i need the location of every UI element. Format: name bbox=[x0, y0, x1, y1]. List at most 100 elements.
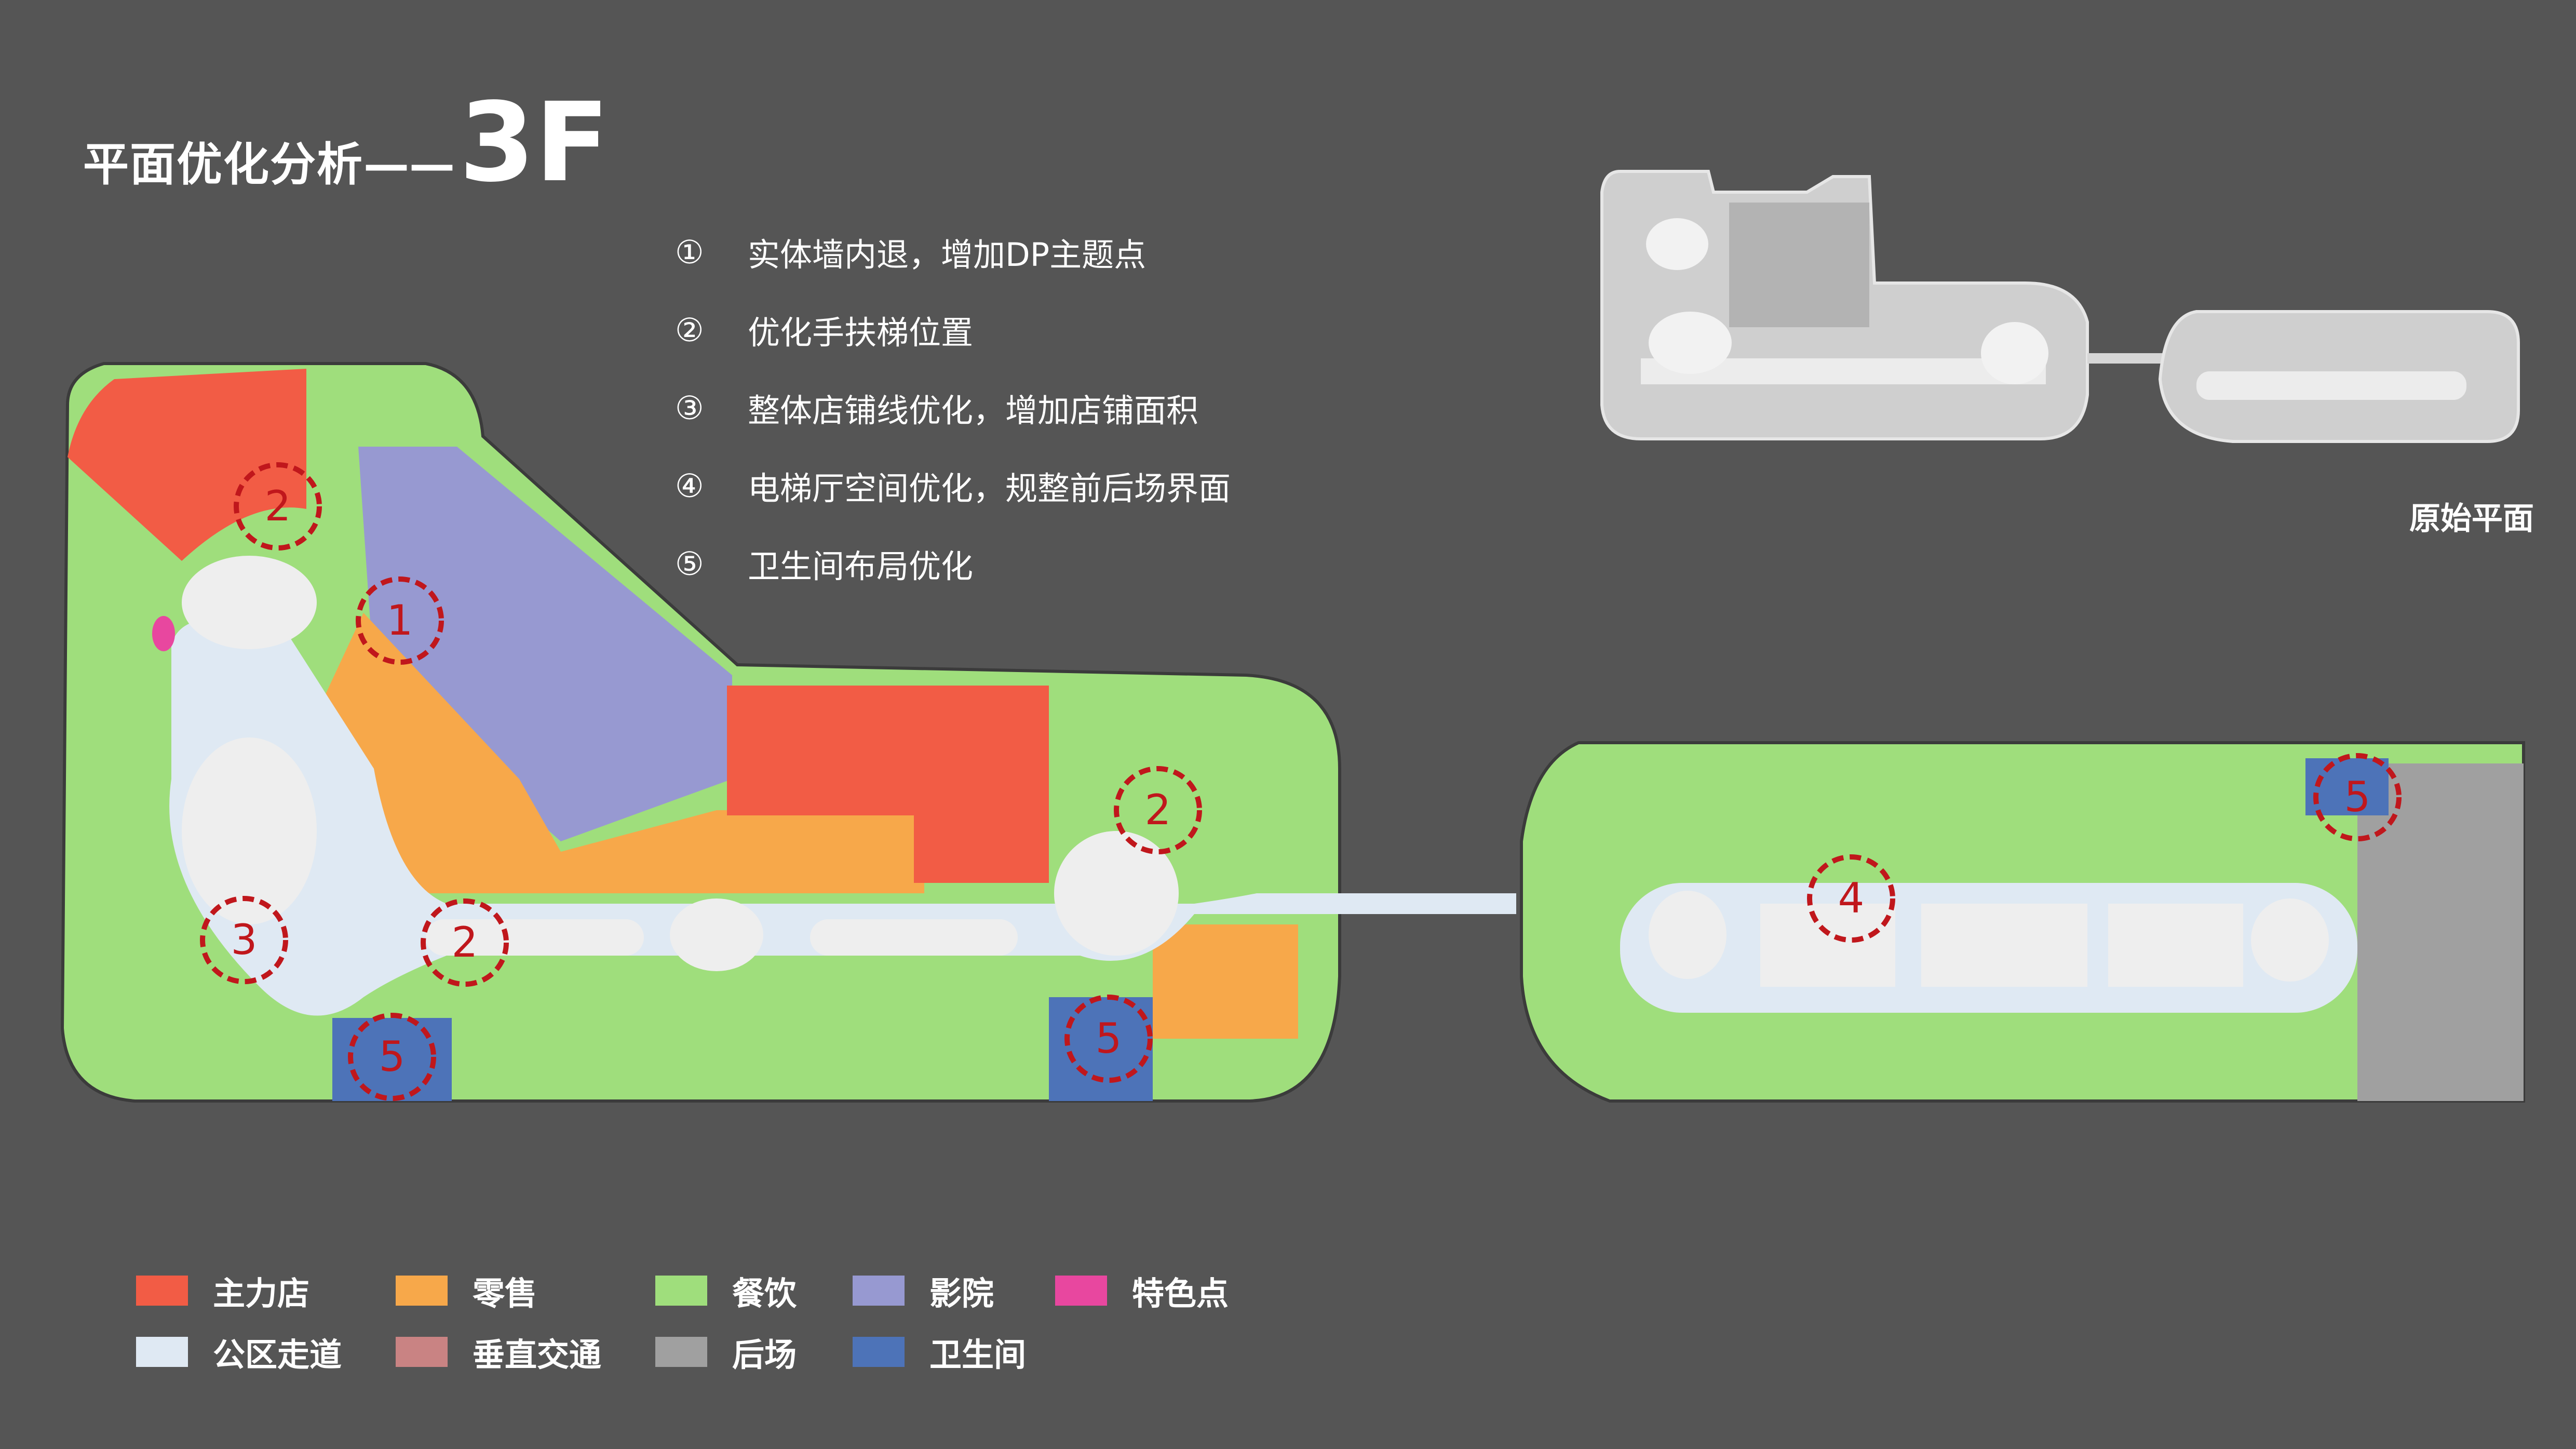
back-of-house-east bbox=[2357, 763, 2524, 1101]
legend-item-corridor: 公区走道 bbox=[136, 1329, 342, 1375]
original-plan-cinema bbox=[1729, 203, 1869, 327]
note-number: ⑤ bbox=[675, 544, 704, 583]
retail-zone bbox=[291, 613, 924, 893]
marker-1: 1 bbox=[356, 576, 444, 665]
atrium-void bbox=[670, 898, 763, 971]
marker-5: 5 bbox=[348, 1013, 436, 1101]
original-plan-label: 原始平面 bbox=[2409, 501, 2534, 537]
legend-swatch bbox=[136, 1276, 188, 1306]
legend-swatch bbox=[396, 1337, 448, 1367]
legend-item-dining: 餐饮 bbox=[655, 1267, 797, 1314]
corridor-void bbox=[426, 919, 644, 956]
original-plan-atrium bbox=[1981, 322, 2048, 384]
feature-point bbox=[152, 616, 175, 651]
title-main: 平面优化分析 bbox=[83, 138, 364, 191]
marker-5: 5 bbox=[2313, 753, 2402, 841]
note-number: ③ bbox=[675, 388, 704, 427]
legend-item-vertical-transport: 垂直交通 bbox=[396, 1329, 601, 1375]
original-plan-corridor bbox=[2196, 371, 2466, 400]
legend-label: 垂直交通 bbox=[473, 1336, 602, 1374]
note-item: ⑤ 卫生间布局优化 bbox=[675, 525, 1231, 602]
restroom-east bbox=[2305, 758, 2389, 815]
corridor-void bbox=[2108, 904, 2243, 987]
legend-item-feature: 特色点 bbox=[1055, 1267, 1229, 1314]
legend-swatch bbox=[1055, 1276, 1107, 1306]
legend-swatch bbox=[853, 1276, 905, 1306]
note-number: ④ bbox=[675, 466, 704, 505]
note-item: ① 实体墙内退，增加DP主题点 bbox=[675, 213, 1231, 291]
legend-swatch bbox=[396, 1276, 448, 1306]
marker-4: 4 bbox=[1807, 854, 1895, 943]
corridor-void bbox=[1760, 904, 1895, 987]
original-plan-east-block bbox=[2158, 310, 2520, 443]
marker-group: 1 2 2 2 3 4 5 5 5 bbox=[200, 462, 2402, 1101]
legend-label: 餐饮 bbox=[732, 1274, 797, 1312]
title-dash: —— bbox=[363, 138, 455, 191]
marker-label: 5 bbox=[379, 1032, 406, 1081]
atrium-void bbox=[1649, 891, 1727, 979]
marker-label: 4 bbox=[1838, 874, 1865, 922]
corridor-void bbox=[1921, 904, 2087, 987]
atrium-void bbox=[1054, 831, 1179, 956]
atrium-void bbox=[182, 737, 317, 924]
public-corridor bbox=[169, 619, 1340, 1016]
page-title: 平面优化分析 —— 3F bbox=[83, 88, 610, 197]
note-number: ① bbox=[675, 233, 704, 271]
marker-label: 5 bbox=[1096, 1014, 1122, 1063]
legend-item-anchor: 主力店 bbox=[136, 1267, 309, 1314]
legend-swatch bbox=[655, 1276, 707, 1306]
legend: 主力店 零售 餐饮 影院 特色点 公区走道 垂直交通 后场 卫生间 bbox=[136, 1267, 1278, 1397]
legend-item-retail: 零售 bbox=[396, 1267, 537, 1314]
original-plan-corridor bbox=[1641, 358, 2046, 384]
legend-swatch bbox=[655, 1337, 707, 1367]
legend-label: 公区走道 bbox=[213, 1336, 342, 1374]
marker-label: 5 bbox=[2344, 773, 2371, 821]
legend-item-restroom: 卫生间 bbox=[853, 1329, 1026, 1375]
legend-label: 后场 bbox=[732, 1336, 797, 1374]
bridge-walkway bbox=[1340, 893, 1516, 914]
restroom-west bbox=[332, 1018, 452, 1101]
note-number: ② bbox=[675, 311, 704, 349]
note-item: ③ 整体店铺线优化，增加店铺面积 bbox=[675, 369, 1231, 447]
atrium-void bbox=[182, 556, 317, 649]
public-corridor-east bbox=[1620, 883, 2357, 1013]
note-item: ② 优化手扶梯位置 bbox=[675, 291, 1231, 369]
marker-2: 2 bbox=[1114, 766, 1202, 854]
marker-label: 3 bbox=[231, 916, 258, 964]
marker-label: 2 bbox=[452, 918, 478, 967]
legend-item-back-of-house: 后场 bbox=[655, 1329, 797, 1375]
legend-swatch bbox=[853, 1337, 905, 1367]
legend-label: 影院 bbox=[929, 1274, 994, 1312]
legend-label: 主力店 bbox=[213, 1274, 310, 1312]
original-plan-atrium bbox=[1649, 312, 1732, 374]
marker-label: 1 bbox=[387, 596, 413, 645]
note-text: 整体店铺线优化，增加店铺面积 bbox=[748, 392, 1199, 430]
note-text: 实体墙内退，增加DP主题点 bbox=[748, 236, 1147, 274]
original-plan-west-block bbox=[1600, 170, 2089, 440]
note-item: ④ 电梯厅空间优化，规整前后场界面 bbox=[675, 447, 1231, 525]
corridor-void bbox=[810, 919, 1018, 956]
marker-2: 2 bbox=[421, 898, 509, 987]
restroom-center bbox=[1049, 997, 1153, 1101]
marker-3: 3 bbox=[200, 896, 288, 984]
note-text: 卫生间布局优化 bbox=[748, 547, 974, 585]
note-text: 电梯厅空间优化，规整前后场界面 bbox=[748, 469, 1231, 507]
original-plan-atrium bbox=[1646, 218, 1708, 270]
atrium-void bbox=[2251, 898, 2329, 982]
marker-2: 2 bbox=[234, 462, 322, 551]
retail-zone-east bbox=[1153, 924, 1298, 1039]
anchor-store-nw bbox=[68, 369, 306, 561]
east-building bbox=[1520, 741, 2525, 1103]
legend-item-cinema: 影院 bbox=[853, 1267, 994, 1314]
legend-label: 卫生间 bbox=[929, 1336, 1027, 1374]
marker-label: 2 bbox=[1145, 786, 1171, 834]
note-text: 优化手扶梯位置 bbox=[748, 314, 974, 352]
anchor-store-center bbox=[727, 686, 1049, 883]
original-plan-bridge bbox=[2087, 353, 2165, 364]
legend-label: 特色点 bbox=[1132, 1274, 1229, 1312]
legend-swatch bbox=[136, 1337, 188, 1367]
marker-5: 5 bbox=[1064, 995, 1153, 1083]
